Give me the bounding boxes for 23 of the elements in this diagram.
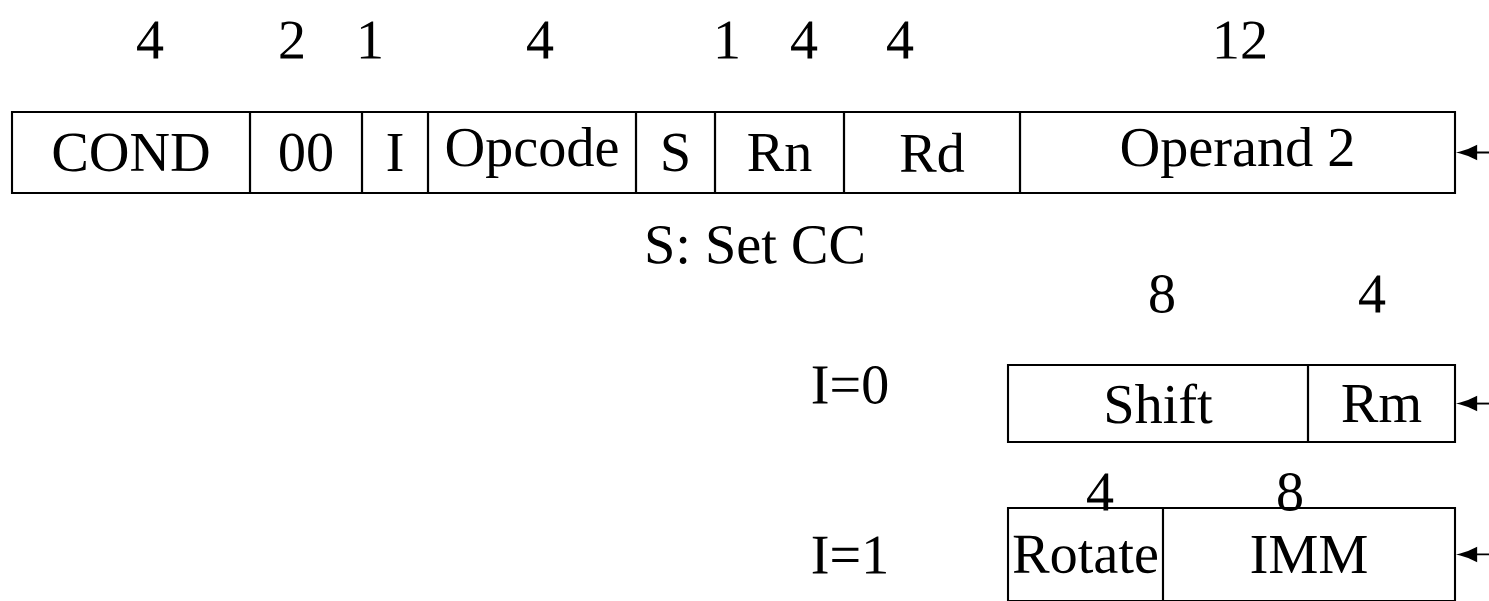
- field-cell: 00: [248, 110, 364, 195]
- field-cell: I: [360, 110, 430, 195]
- bit-width: 4: [527, 21, 554, 59]
- bit-width: 4: [791, 21, 818, 59]
- bit-width: 2: [280, 21, 303, 59]
- field-cell: Opcode: [426, 110, 638, 195]
- field-cell: Rm: [1306, 363, 1457, 444]
- note: I=0: [812, 366, 888, 404]
- bit-width: 8: [1150, 275, 1174, 313]
- bit-width: 1: [360, 21, 381, 59]
- note: I=1: [812, 536, 886, 574]
- bit-width: 1: [717, 21, 738, 59]
- note: S: Set CC: [647, 226, 863, 264]
- bit-width: 12: [1216, 21, 1265, 59]
- bit-width: 4: [137, 21, 164, 59]
- bit-width: 4: [1359, 275, 1386, 313]
- field-cell: Shift: [1006, 363, 1310, 444]
- field-cell: Rd: [842, 110, 1022, 195]
- field-cell: Operand 2: [1018, 110, 1457, 195]
- field-cell: COND: [10, 110, 252, 195]
- field-cell: S: [634, 110, 717, 195]
- field-cell: Rn: [713, 110, 846, 195]
- bit-width: 4: [887, 21, 914, 59]
